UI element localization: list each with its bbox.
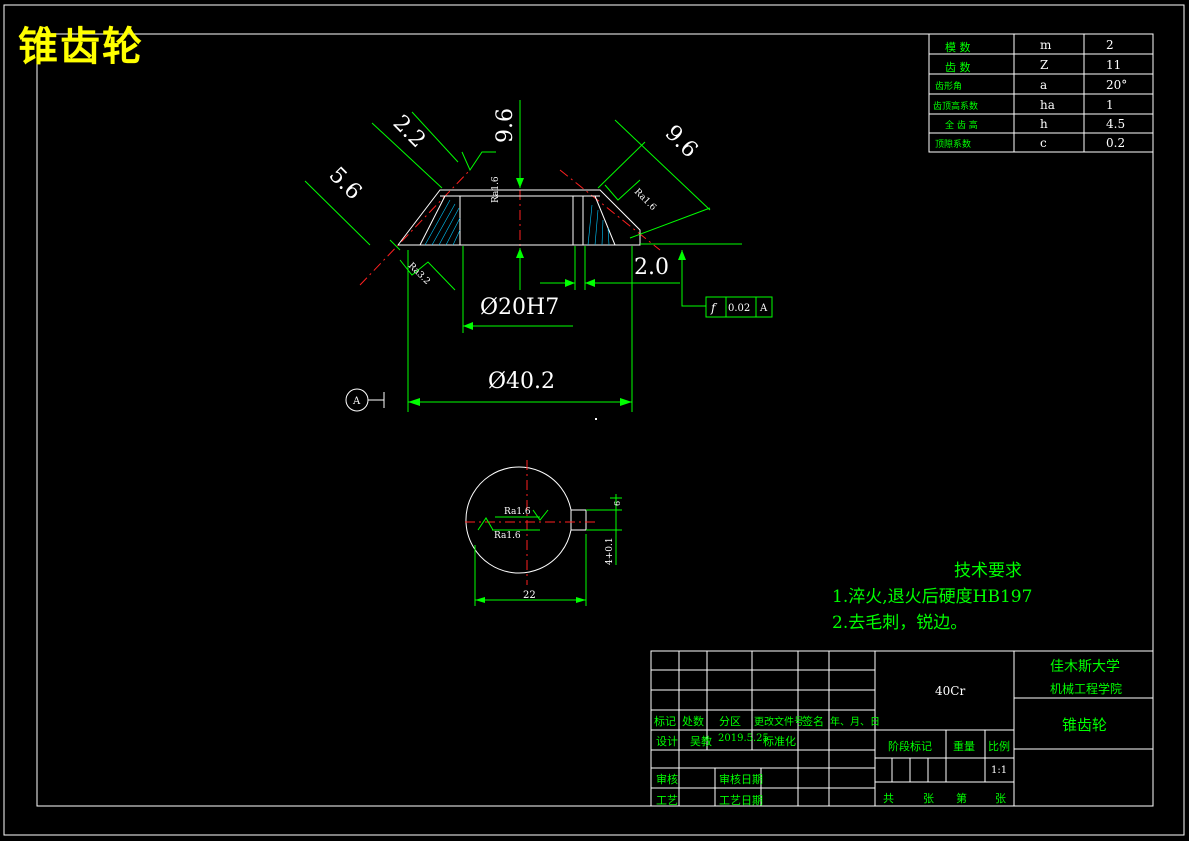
- label-stage: 阶段标记: [888, 740, 932, 753]
- param-symbol: h: [1040, 117, 1048, 131]
- keyway-section-view: [465, 460, 622, 606]
- gear-section-view: [304, 100, 773, 420]
- label-standard: 标准化: [763, 735, 796, 748]
- ra-label: Ra3.2: [406, 261, 432, 287]
- dim-9-6-vertical: 9.6: [493, 108, 518, 143]
- school-name: 佳木斯大学: [1050, 659, 1120, 675]
- tech-line: 2.去毛刺，锐边。: [832, 613, 968, 633]
- header-doc: 更改文件号: [754, 717, 804, 728]
- label-process: 工艺: [656, 794, 678, 807]
- label-check: 审核: [656, 773, 678, 786]
- scale-value: 1:1: [991, 765, 1008, 776]
- param-value: 20°: [1106, 78, 1128, 92]
- dim-2-0: 2.0: [634, 255, 669, 280]
- dim-5-6: 5.6: [324, 163, 366, 205]
- param-value: 11: [1106, 58, 1122, 72]
- header-zone: 分区: [719, 715, 741, 728]
- tolerance-value: 0.02: [728, 303, 750, 314]
- param-value: 2: [1106, 38, 1114, 52]
- ra-label: Ra1.6: [491, 176, 501, 203]
- college-name: 机械工程学院: [1050, 682, 1123, 696]
- ra-label: Ra1.6: [504, 507, 531, 517]
- dim-keyway-depth: 6: [613, 501, 622, 506]
- param-name: 齿 数: [945, 61, 971, 74]
- datum-label: A: [352, 396, 361, 407]
- part-name: 锥齿轮: [1062, 716, 1108, 734]
- header-mark: 标记: [654, 715, 676, 728]
- dim-keyway-width: 22: [523, 590, 536, 601]
- design-date: 2019.5.25: [718, 733, 769, 744]
- dim-keyway-side: 4+0.1: [605, 537, 615, 565]
- dim-bore: Ø20H7: [480, 295, 559, 320]
- param-table-grid: [928, 33, 1154, 153]
- param-symbol: Z: [1040, 58, 1049, 72]
- title-block-grid: [650, 650, 1154, 807]
- header-sign: 签名: [802, 715, 824, 728]
- label-total: 共: [883, 792, 894, 805]
- header-date: 年、月、日: [830, 717, 880, 728]
- tolerance-frame: [705, 296, 773, 318]
- tech-heading: 技术要求: [954, 561, 1022, 581]
- param-name: 齿形角: [935, 82, 963, 92]
- label-design: 设计: [656, 735, 678, 748]
- param-value: 1: [1106, 98, 1114, 112]
- header-count: 处数: [682, 715, 704, 728]
- param-name: 顶隙系数: [935, 140, 972, 150]
- param-name: 模 数: [945, 41, 971, 54]
- label-weight: 重量: [953, 740, 975, 753]
- param-value: 4.5: [1106, 117, 1126, 131]
- param-symbol: m: [1040, 38, 1052, 52]
- label-ratio: 比例: [988, 740, 1010, 753]
- drawing-title: 锥齿轮: [18, 23, 144, 70]
- label-process-date: 工艺日期: [719, 794, 763, 807]
- dim-2-2: 2.2: [388, 111, 430, 153]
- designer: 吴教: [690, 735, 712, 748]
- tolerance-symbol: f: [710, 301, 718, 315]
- param-symbol: c: [1040, 136, 1047, 150]
- dim-9-6-right: 9.6: [660, 121, 702, 163]
- label-sheets: 张: [923, 792, 934, 805]
- param-name: 齿顶高系数: [933, 102, 979, 112]
- param-name: 全 齿 高: [945, 121, 978, 131]
- label-sheet: 张: [995, 792, 1006, 805]
- label-no: 第: [956, 792, 967, 805]
- label-check-date: 审核日期: [719, 773, 763, 786]
- param-value: 0.2: [1106, 136, 1126, 150]
- inner-border: [36, 33, 1154, 807]
- outer-border: [3, 4, 1185, 836]
- tolerance-datum: A: [759, 303, 768, 314]
- tech-line: 1.淬火,退火后硬度HB197: [832, 587, 1033, 607]
- param-symbol: a: [1040, 78, 1048, 92]
- material: 40Cr: [935, 684, 966, 698]
- param-symbol: ha: [1040, 98, 1055, 112]
- dim-outer-diameter: Ø40.2: [488, 369, 555, 394]
- ra-label: Ra1.6: [632, 187, 658, 213]
- ra-label: Ra1.6: [494, 531, 521, 541]
